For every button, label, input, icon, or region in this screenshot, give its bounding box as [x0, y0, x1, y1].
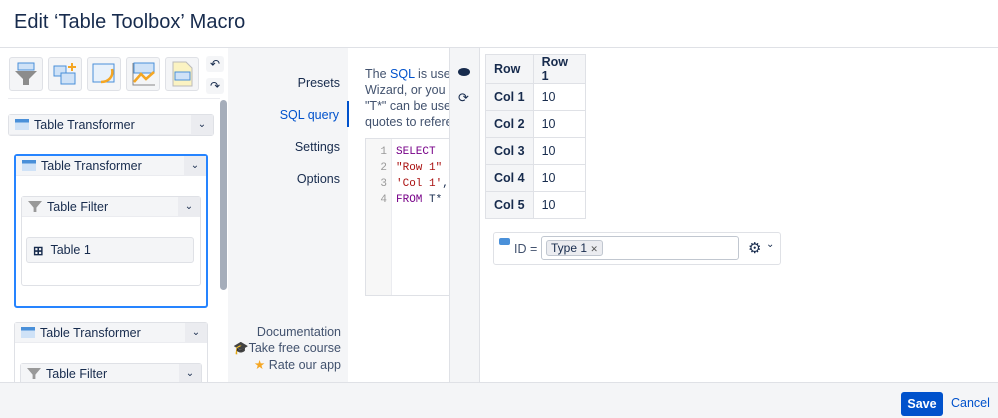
take-free-course-link[interactable]: 🎓Take free course — [233, 341, 341, 356]
nav-presets[interactable]: Presets — [297, 76, 340, 90]
chevron-down-icon[interactable]: ⌄ — [178, 197, 200, 217]
sql-editor-panel: The SQL is used t Wizard, or you ca"T*" … — [349, 48, 449, 382]
pivot-table-icon[interactable] — [48, 57, 82, 91]
tree-item-table-filter-2[interactable]: Table Filter ⌄ — [20, 363, 202, 382]
preview-toolbar: ⟳ — [449, 48, 480, 382]
nav-options[interactable]: Options — [296, 172, 340, 186]
chart-from-table-icon[interactable] — [126, 57, 160, 91]
cell: 10 — [532, 191, 586, 219]
scrollbar[interactable] — [220, 100, 227, 290]
chevron-down-icon[interactable]: ⌄ — [184, 156, 206, 176]
chevron-down-icon[interactable]: ⌄ — [185, 323, 207, 343]
item-label: Table Transformer — [41, 158, 142, 173]
item-label: Table Transformer — [40, 325, 141, 340]
gear-icon[interactable]: ⚙ — [748, 240, 762, 257]
row-header: Col 1 — [485, 83, 534, 111]
sql-link[interactable]: SQL — [390, 67, 415, 81]
cancel-button[interactable]: Cancel — [951, 396, 990, 410]
divider — [8, 98, 220, 99]
active-nav-indicator — [347, 101, 349, 127]
chevron-down-icon[interactable]: ⌄ — [179, 364, 201, 382]
dialog-footer: Save Cancel — [0, 382, 998, 418]
nav-sql-query[interactable]: SQL query — [279, 108, 339, 122]
graduation-cap-icon: 🎓 — [233, 341, 249, 355]
table-filter-icon — [28, 201, 42, 212]
chevron-down-icon[interactable]: ⌄ — [191, 115, 213, 135]
dialog-title: Edit ‘Table Toolbox’ Macro — [14, 11, 246, 33]
filter-bar: ID = Type 1 ✕ ⚙ ⌄ — [493, 232, 781, 265]
spreadsheet-icon[interactable] — [165, 57, 199, 91]
cell: 10 — [532, 137, 586, 165]
star-icon: ★ — [254, 358, 266, 372]
item-label: Table Filter — [46, 366, 108, 381]
documentation-link[interactable]: Documentation — [256, 325, 341, 339]
row-header: Col 5 — [485, 191, 534, 219]
eye-icon[interactable] — [458, 68, 470, 76]
filter-tag: Type 1 ✕ — [546, 240, 603, 256]
chevron-down-icon[interactable]: ⌄ — [766, 239, 775, 250]
item-label: Table 1 — [50, 243, 91, 257]
filter-value-input[interactable]: Type 1 ✕ — [541, 236, 739, 260]
filter-label: ID = — [514, 242, 538, 256]
cell: 10 — [532, 83, 586, 111]
redo-button[interactable]: ↷ — [206, 78, 224, 94]
tree-item-table-transformer[interactable]: Table Transformer ⌄ — [8, 114, 214, 136]
link-label: Take free course — [248, 341, 341, 355]
cell: 10 — [532, 164, 586, 192]
column-header: Row — [485, 54, 534, 84]
table-transformer-icon — [21, 327, 35, 338]
table-icon: ⊞ — [33, 243, 44, 258]
row-header: Col 3 — [485, 137, 534, 165]
filter-icon — [499, 238, 510, 245]
sql-description: The SQL is used t Wizard, or you ca"T*" … — [365, 67, 449, 129]
rate-our-app-link[interactable]: ★ Rate our app — [254, 357, 341, 372]
table-transformer-icon — [15, 119, 29, 130]
dialog-header: Edit ‘Table Toolbox’ Macro — [0, 0, 998, 48]
macro-tree-panel: ↶ ↷ Table Transformer ⌄ Table Transforme… — [0, 48, 228, 382]
table-transformer-icon — [22, 160, 36, 171]
table-filter-icon[interactable] — [9, 57, 43, 91]
item-label: Table Transformer — [34, 117, 135, 132]
table-filter-icon — [27, 368, 41, 379]
tree-item-table-transformer-selected[interactable]: Table Transformer ⌄ Table Filter ⌄ ⊞Tabl… — [14, 154, 208, 308]
row-header: Col 4 — [485, 164, 534, 192]
tree-item-table-transformer-2[interactable]: Table Transformer ⌄ Table Filter ⌄ — [14, 322, 208, 382]
refresh-icon[interactable]: ⟳ — [458, 90, 469, 105]
row-header: Col 2 — [485, 110, 534, 138]
remove-tag-icon[interactable]: ✕ — [590, 244, 598, 254]
undo-button[interactable]: ↶ — [206, 56, 224, 72]
item-label: Table Filter — [47, 199, 109, 214]
settings-nav: Presets SQL query Settings Options Docum… — [228, 48, 348, 382]
nav-settings[interactable]: Settings — [294, 140, 340, 154]
link-label: Rate our app — [268, 358, 341, 372]
tree-item-table-1[interactable]: ⊞ Table 1 — [26, 237, 194, 263]
save-button[interactable]: Save — [901, 392, 943, 416]
cell: 10 — [532, 110, 586, 138]
column-header: Row 1 — [532, 54, 586, 84]
table-transformer-icon[interactable] — [87, 57, 121, 91]
tree-item-table-filter[interactable]: Table Filter ⌄ ⊞ Table 1 — [21, 196, 201, 286]
